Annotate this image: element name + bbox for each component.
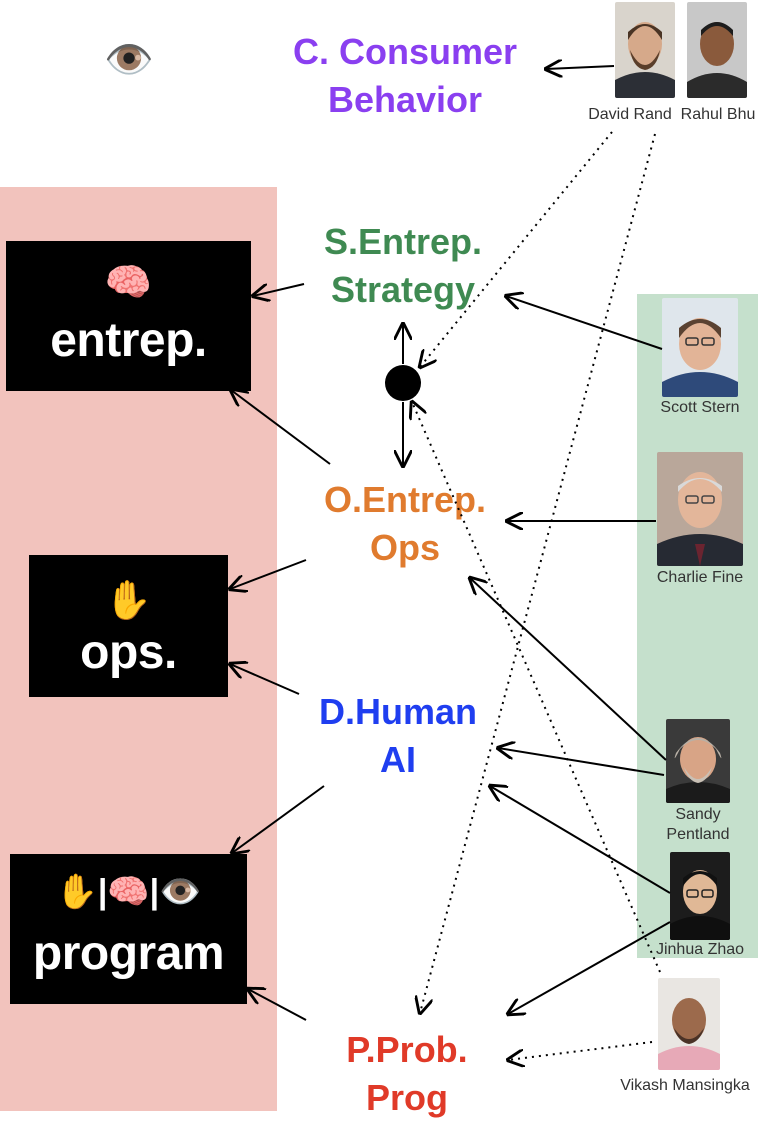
dotted-rand-to-hub [420, 131, 613, 367]
sandy-pentland-name-line1: Sandy [675, 806, 721, 823]
sandy-pentland-photo [666, 719, 730, 803]
topic-consumer-line1: C. Consumer [292, 31, 518, 72]
rahul-bhu-photo [687, 2, 747, 98]
topic-entrep-strategy: S.Entrep. Strategy [253, 218, 553, 314]
topic-strategy-line1: S.Entrep. [323, 221, 483, 262]
arrow-prob-prog-to-program [248, 989, 307, 1021]
sandy-pentland-name: Sandy Pentland [648, 805, 748, 845]
topic-prob-prog: P.Prob. Prog [257, 1026, 557, 1122]
sandy-pentland-name-line2: Pentland [666, 826, 730, 843]
topic-human-ai-line2: AI [380, 739, 416, 780]
topic-prob-prog-line1: P.Prob. [346, 1029, 468, 1070]
hand-brain-eye-icon: ✋|🧠|👁️ [55, 873, 202, 911]
ops-box: ✋ ops. [29, 555, 228, 697]
program-label: program [32, 927, 225, 980]
scott-stern-photo [662, 298, 738, 397]
topic-consumer-line2: Behavior [327, 79, 483, 120]
entrep-label: entrep. [50, 314, 207, 367]
ops-label: ops. [80, 626, 177, 679]
arrow-pentland-to-human-ai [498, 748, 665, 776]
dotted-mansingka-to-hub [412, 402, 661, 973]
entrep-box: 🧠 entrep. [6, 241, 251, 391]
topic-human-ai-line1: D.Human [318, 691, 477, 732]
topic-human-ai: D.Human AI [248, 688, 548, 784]
jinhua-zhao-name: Jinhua Zhao [655, 941, 745, 958]
vikash-mansingka-photo [658, 978, 720, 1070]
topic-entrep-ops: O.Entrep. Ops [255, 476, 555, 572]
jinhua-zhao-photo [670, 852, 730, 940]
rahul-bhu-name: Rahul Bhu [680, 106, 756, 123]
charlie-fine-photo [657, 452, 743, 566]
charlie-fine-name: Charlie Fine [656, 569, 744, 586]
scott-stern-name: Scott Stern [660, 399, 740, 416]
dotted-mansingka-to-prob-prog [508, 1041, 653, 1060]
topic-strategy-line2: Strategy [330, 269, 476, 310]
brain-icon: 🧠 [104, 262, 153, 304]
arrow-zhao-to-human-ai [490, 786, 671, 894]
topic-ops-line1: O.Entrep. [323, 479, 487, 520]
program-box: ✋|🧠|👁️ program [10, 854, 247, 1004]
eye-icon: 👁️ [104, 38, 154, 82]
faculty-panel [637, 294, 758, 958]
arrow-strategy-to-entrep [253, 283, 305, 296]
arrow-zhao-to-prob-prog [508, 921, 671, 1014]
hub-node [385, 365, 421, 401]
arrow-pentland-to-ops [470, 578, 667, 761]
topic-ops-line2: Ops [369, 527, 440, 568]
hand-icon: ✋ [104, 580, 153, 622]
david-rand-name: David Rand [588, 106, 672, 123]
arrow-human-ai-to-ops-box [230, 664, 300, 695]
arrow-ops-to-ops-box [230, 559, 307, 589]
vikash-mansingka-name: Vikash Mansingka [620, 1077, 750, 1094]
arrow-human-ai-to-program [232, 785, 325, 853]
topic-prob-prog-line2: Prog [365, 1077, 448, 1118]
david-rand-photo [615, 2, 675, 98]
arrow-rand-to-consumer [546, 66, 615, 69]
arrow-ops-to-entrep [231, 390, 331, 465]
arrow-stern-to-strategy [506, 296, 663, 350]
topic-consumer-behavior: C. Consumer Behavior [255, 28, 555, 124]
